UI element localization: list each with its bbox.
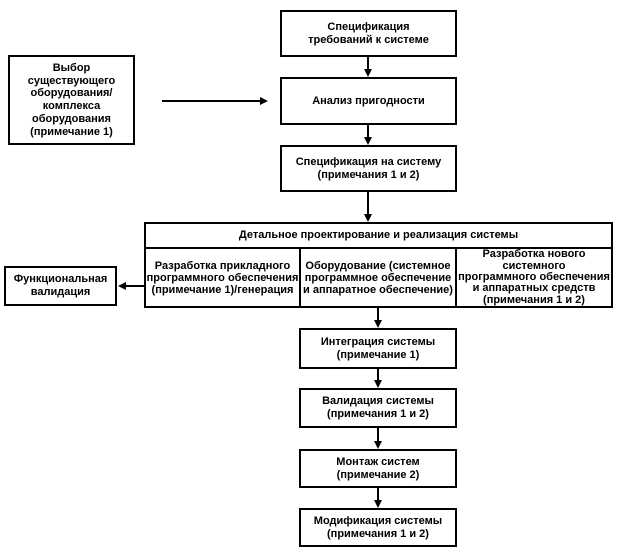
node-integration-label: Интеграция системы (примечание 1) [320, 335, 436, 361]
node-system-spec: Спецификация на систему (примечания 1 и … [280, 145, 457, 192]
node-installation-label: Монтаж систем (примечание 2) [336, 455, 420, 481]
node-equipment-label: Оборудование (системное программное обес… [303, 259, 453, 296]
node-new-system-software: Разработка нового системного программног… [457, 249, 611, 306]
node-installation: Монтаж систем (примечание 2) [299, 449, 457, 488]
node-spec-requirements: Спецификация требований к системе [280, 10, 457, 57]
node-functional-validation: Функциональная валидация [4, 266, 117, 306]
node-spec-requirements-label: Спецификация требований к системе [308, 20, 429, 46]
node-new-system-software-label: Разработка нового системного программног… [458, 248, 610, 306]
node-detailed-design: Детальное проектирование и реализация си… [144, 222, 613, 308]
node-analysis: Анализ пригодности [280, 77, 457, 125]
node-system-spec-label: Спецификация на систему (примечания 1 и … [295, 155, 442, 181]
node-integration: Интеграция системы (примечание 1) [299, 328, 457, 369]
node-functional-validation-label: Функциональная валидация [13, 273, 108, 298]
detailed-design-columns: Разработка прикладного программного обес… [146, 249, 611, 306]
node-app-software-label: Разработка прикладного программного обес… [146, 259, 299, 296]
node-modification: Модификация системы (примечания 1 и 2) [299, 508, 457, 547]
node-detailed-design-header: Детальное проектирование и реализация си… [146, 224, 611, 250]
node-equipment-choice-label: Выбор существующего оборудования/ компле… [27, 61, 116, 138]
node-modification-label: Модификация системы (примечания 1 и 2) [313, 514, 443, 540]
node-app-software: Разработка прикладного программного обес… [146, 249, 299, 306]
node-detailed-design-label: Детальное проектирование и реализация си… [238, 229, 519, 242]
node-equipment-choice: Выбор существующего оборудования/ компле… [8, 55, 135, 145]
node-validation: Валидация системы (примечания 1 и 2) [299, 388, 457, 428]
node-equipment: Оборудование (системное программное обес… [299, 249, 457, 306]
node-analysis-label: Анализ пригодности [312, 94, 425, 107]
node-validation-label: Валидация системы (примечания 1 и 2) [322, 395, 434, 420]
